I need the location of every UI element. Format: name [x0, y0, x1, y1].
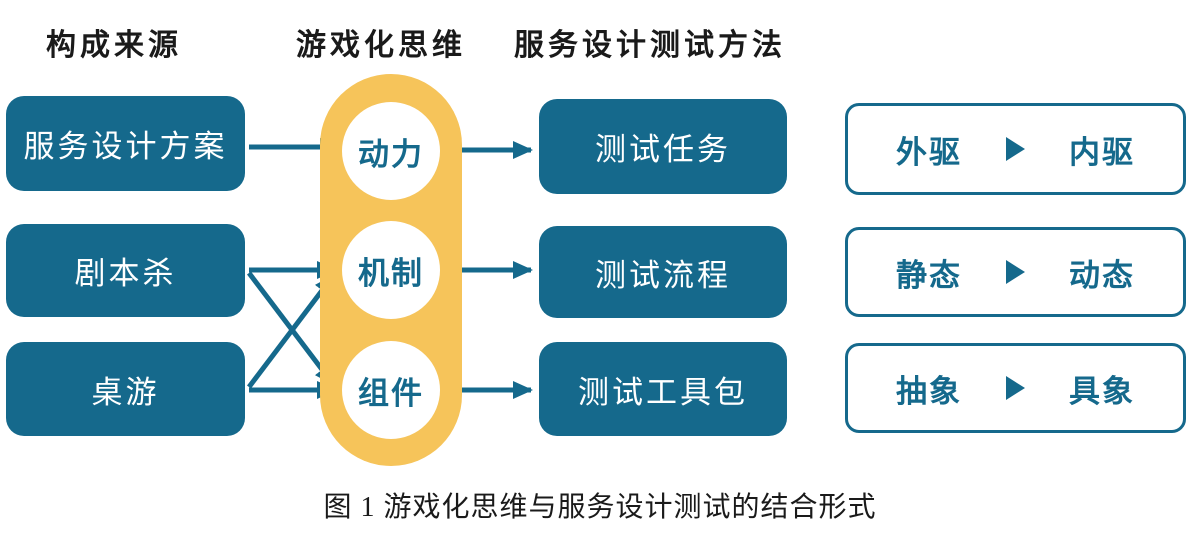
testing-box-process: 测试流程 [539, 226, 787, 318]
gamification-node-dynamics: 动力 [342, 102, 440, 200]
column-header-testing: 服务设计测试方法 [514, 29, 786, 62]
transition-from-label: 抽象 [896, 373, 962, 409]
transition-from-label: 外驱 [896, 134, 962, 170]
transition-box-abstraction: 抽象 具象 [845, 343, 1186, 433]
source-box-script-murder: 剧本杀 [6, 224, 245, 317]
node-label: 机制 [358, 255, 424, 291]
gamification-node-components: 组件 [342, 341, 440, 439]
testing-box-label: 测试工具包 [578, 374, 748, 410]
source-box-label: 剧本杀 [74, 256, 177, 291]
transition-to-label: 具象 [1069, 373, 1135, 409]
source-box-label: 服务设计方案 [23, 129, 228, 164]
testing-box-label: 测试流程 [595, 257, 731, 293]
source-box-service-design-plan: 服务设计方案 [6, 96, 245, 191]
transition-to-label: 动态 [1069, 257, 1135, 293]
transition-to-label: 内驱 [1069, 134, 1135, 170]
testing-box-toolkit: 测试工具包 [539, 342, 787, 436]
column-header-gamification: 游戏化思维 [296, 29, 466, 62]
transition-box-drive: 外驱 内驱 [845, 103, 1186, 195]
arrow-right-icon [1006, 376, 1025, 400]
transition-from-label: 静态 [896, 257, 962, 293]
source-box-label: 桌游 [91, 374, 160, 410]
node-label: 动力 [358, 136, 424, 172]
figure-caption: 图 1 游戏化思维与服务设计测试的结合形式 [323, 492, 877, 523]
source-box-board-game: 桌游 [6, 342, 245, 436]
node-label: 组件 [358, 375, 424, 411]
transition-box-state: 静态 动态 [845, 227, 1186, 317]
testing-box-tasks: 测试任务 [539, 99, 787, 194]
testing-box-label: 测试任务 [595, 132, 731, 167]
arrow-right-icon [1006, 260, 1025, 284]
column-header-source: 构成来源 [46, 29, 182, 62]
gamification-node-mechanics: 机制 [342, 221, 440, 319]
arrow-right-icon [1006, 137, 1025, 161]
